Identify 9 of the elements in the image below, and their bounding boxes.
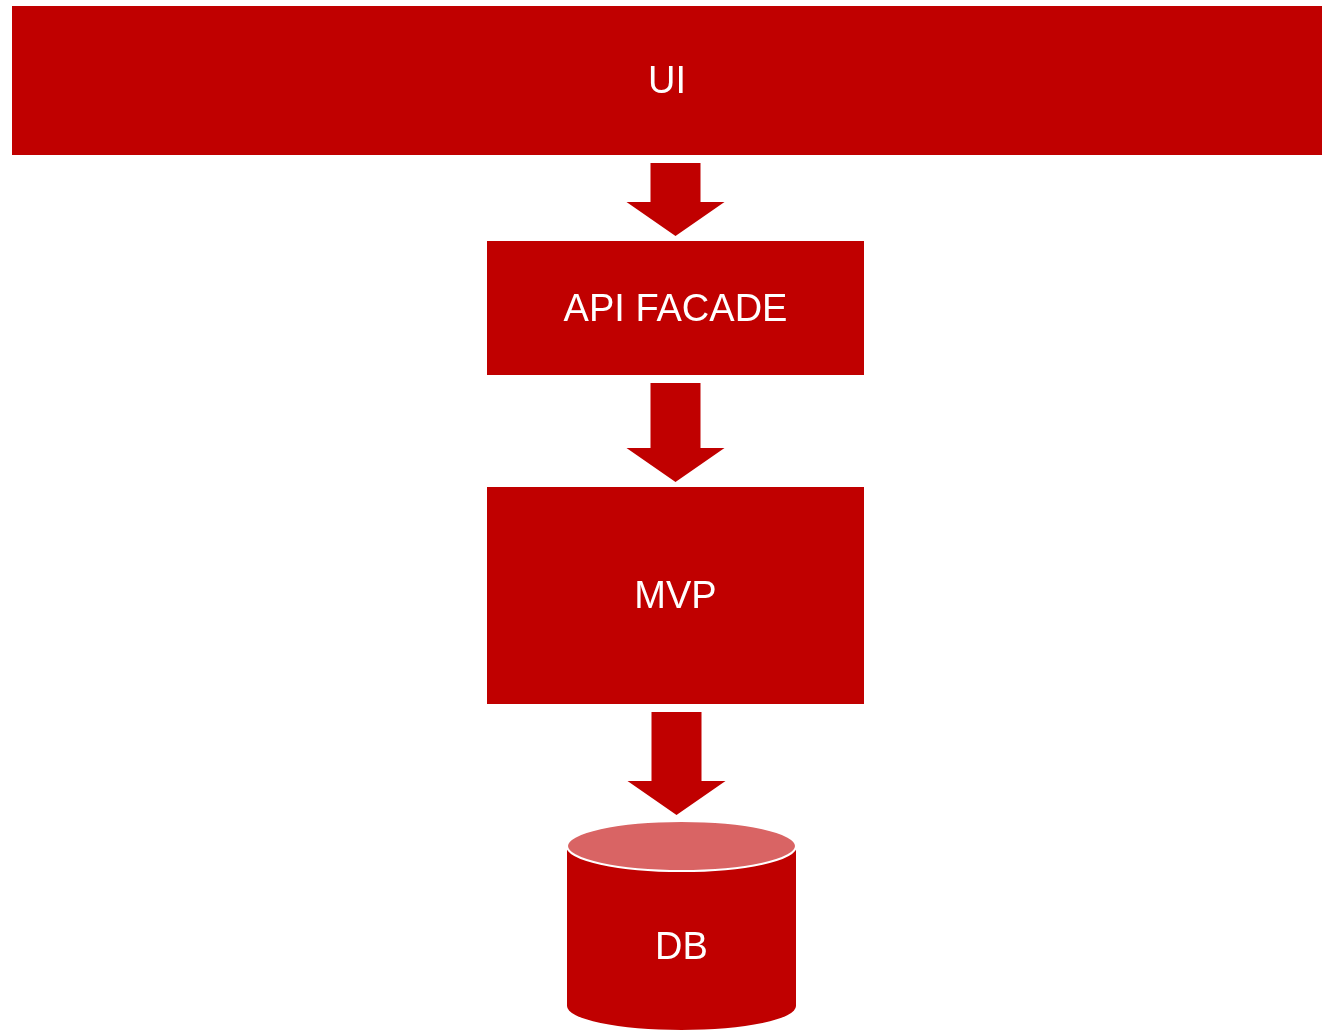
layer-box (487, 241, 864, 375)
layer-box (12, 6, 1322, 155)
layer-label: MVP (634, 574, 717, 617)
block-arrow (626, 163, 725, 236)
block-arrow (627, 712, 726, 815)
layer-label: API FACADE (563, 286, 788, 330)
layer-box (487, 487, 864, 704)
layer-label: UI (648, 59, 686, 102)
block-arrow (626, 383, 725, 482)
